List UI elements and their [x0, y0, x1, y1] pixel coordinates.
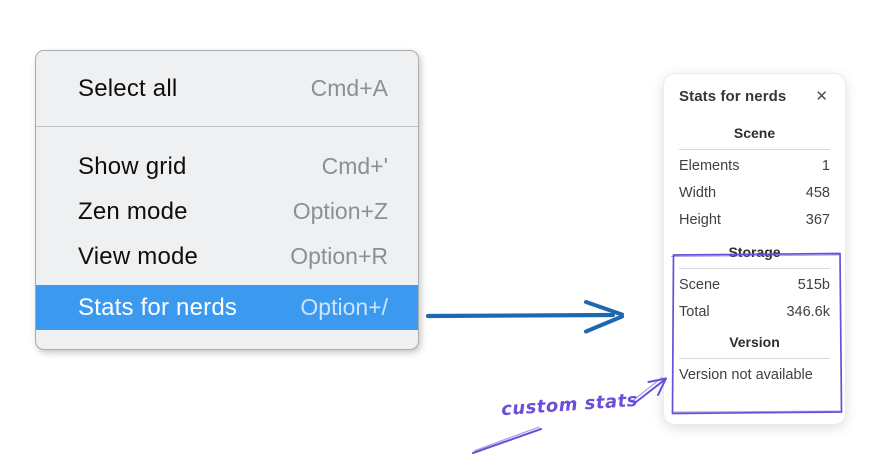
stat-label: Height	[679, 212, 721, 228]
menu-item-shortcut: Cmd+'	[321, 153, 388, 179]
menu-item-label: Select all	[78, 74, 178, 102]
version-status-text: Version not available	[679, 367, 813, 383]
section-divider	[679, 268, 830, 269]
menu-item-shortcut: Option+Z	[292, 198, 388, 224]
menu-item-shortcut: Option+R	[290, 243, 388, 269]
close-icon[interactable]: ✕	[815, 88, 828, 105]
stat-label: Elements	[679, 158, 740, 174]
menu-item-show-grid[interactable]: Show grid Cmd+'	[36, 144, 418, 189]
menu-item-view-mode[interactable]: View mode Option+R	[36, 234, 418, 279]
menu-item-zen-mode[interactable]: Zen mode Option+Z	[36, 189, 418, 234]
storage-stats: Scene 515b Total 346.6k	[679, 272, 830, 326]
menu-item-select-all[interactable]: Select all Cmd+A	[36, 66, 418, 111]
stat-label: Total	[679, 304, 710, 320]
menu-item-label: View mode	[78, 242, 199, 270]
stat-value: 1	[821, 158, 830, 174]
menu-item-label: Stats for nerds	[78, 293, 238, 321]
stats-panel: Stats for nerds ✕ Scene Elements 1 Width…	[663, 73, 846, 425]
section-divider	[679, 358, 830, 359]
stat-row-scene-storage: Scene 515b	[679, 272, 830, 299]
menu-item-shortcut: Cmd+A	[310, 75, 388, 101]
section-heading-scene: Scene	[733, 125, 776, 141]
stat-row-elements: Elements 1	[679, 153, 830, 180]
scene-stats: Elements 1 Width 458 Height 367	[679, 153, 830, 234]
section-heading-version: Version	[729, 334, 780, 350]
custom-stats-label: custom stats	[500, 389, 639, 421]
custom-stats-arrow	[472, 376, 667, 454]
stat-value: 515b	[797, 277, 830, 293]
stat-row-total-storage: Total 346.6k	[679, 299, 830, 326]
section-divider	[679, 149, 830, 150]
stat-value: 367	[805, 212, 830, 228]
stat-value: 458	[805, 185, 830, 201]
stat-value: 346.6k	[786, 304, 830, 320]
stat-row-width: Width 458	[679, 180, 830, 207]
context-menu: Select all Cmd+A Show grid Cmd+' Zen mod…	[35, 50, 419, 350]
stat-label: Width	[679, 185, 717, 201]
stat-row-height: Height 367	[679, 207, 830, 234]
menu-item-label: Show grid	[78, 152, 187, 180]
stat-label: Scene	[679, 277, 721, 293]
stats-panel-title: Stats for nerds	[679, 88, 787, 105]
menu-item-label: Zen mode	[78, 197, 188, 225]
menu-item-stats-for-nerds[interactable]: Stats for nerds Option+/	[36, 285, 418, 330]
section-heading-storage: Storage	[728, 244, 781, 260]
menu-separator	[36, 126, 418, 127]
menu-to-panel-arrow	[425, 300, 624, 334]
stats-panel-header: Stats for nerds ✕	[679, 87, 830, 106]
menu-item-shortcut: Option+/	[300, 294, 388, 320]
